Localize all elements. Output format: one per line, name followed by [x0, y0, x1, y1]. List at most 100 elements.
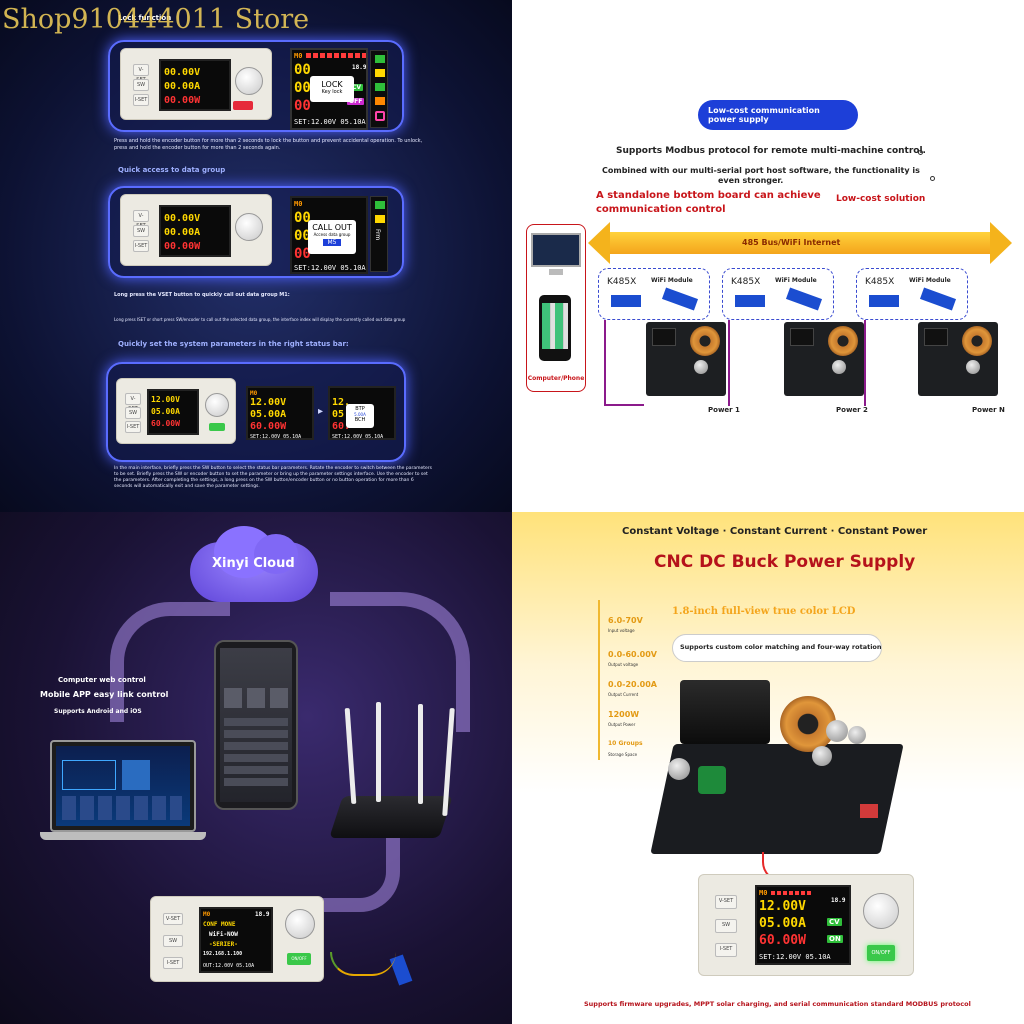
iset-button[interactable]: I-SET	[133, 94, 149, 106]
vset-button[interactable]: V-SET	[133, 210, 149, 229]
btp-value: 5.00A	[354, 412, 366, 417]
iset-button[interactable]: I-SET	[715, 943, 737, 957]
sw-button[interactable]: SW	[715, 919, 737, 933]
lcd-current: 00.00A	[164, 81, 201, 92]
iset-button[interactable]: I-SET	[163, 957, 183, 969]
heatsink	[652, 328, 676, 346]
sync-arrow-left	[110, 602, 230, 722]
speaker-icon	[375, 215, 385, 223]
lcd-m0: M0	[203, 911, 211, 918]
lcd-big-power: 00	[294, 98, 311, 114]
laptop-controls	[62, 796, 182, 820]
lcd-setpoint: SET:12.00V 05.10A	[250, 434, 302, 440]
power-1-label: Power 1	[708, 406, 740, 414]
lcd-big-curr: 00	[294, 228, 311, 244]
iset-button[interactable]: I-SET	[125, 421, 141, 433]
lcd-wifi: WiFi-NOW	[209, 931, 238, 938]
arrow-right-icon: ▸	[318, 406, 324, 417]
lcd-setpoint: SET:12.00V 05.10A	[332, 434, 384, 440]
smartphone	[214, 640, 298, 810]
vset-button[interactable]: V-SET	[715, 895, 737, 909]
standalone-line: A standalone bottom board can achieve	[596, 190, 821, 201]
device-lcd-1: 00.00V 00.00A 00.00W	[159, 59, 231, 111]
computer-phone-box: Computer/Phone	[526, 224, 586, 392]
wifi-lcd: M0 18.9 CONF MONE WiFi-NOW -SERIER- 192.…	[199, 907, 273, 973]
cv-badge: CV	[350, 84, 364, 91]
inductor-coil	[780, 696, 836, 752]
lcd-temp: 18.9	[831, 897, 846, 904]
wifi-icon	[375, 201, 385, 209]
sw-button[interactable]: SW	[125, 407, 141, 419]
capacitor	[668, 758, 690, 780]
combined-line: Combined with our multi-serial port host…	[602, 166, 920, 175]
lcd-setpoint: SET:12.00V 05.10A	[294, 264, 366, 272]
lcd-setpoint: SET:12.00V 05.10A	[759, 953, 831, 961]
standalone-line-2: communication control	[596, 204, 726, 215]
android-ios-label: Supports Android and iOS	[54, 708, 142, 715]
sw-button[interactable]: SW	[133, 225, 149, 237]
lcd-conf: CONF MONE	[203, 921, 236, 928]
onoff-button[interactable]	[233, 101, 253, 110]
antenna	[376, 702, 381, 802]
vset-button[interactable]: V-SET	[133, 64, 149, 83]
encoder-knob[interactable]	[235, 213, 263, 241]
encoder-knob[interactable]	[205, 393, 229, 417]
lcd-voltage: 00.00V	[164, 213, 201, 224]
callout-index: M5	[323, 239, 341, 246]
modes-line: Constant Voltage · Constant Current · Co…	[622, 526, 928, 537]
phone-icon	[539, 295, 571, 361]
cv-badge: CV	[827, 918, 842, 926]
power-board-2	[784, 322, 864, 396]
on-badge: ON	[827, 935, 843, 943]
onoff-button[interactable]: ON/OFF	[867, 945, 895, 961]
wifi-module-label: WiFi Module	[651, 277, 693, 284]
lcd-m0: M0	[250, 390, 258, 397]
lcd-big-curr: 05.	[332, 409, 351, 420]
heatsink	[924, 328, 948, 346]
k485x-board	[611, 295, 641, 307]
heatsink	[680, 680, 770, 744]
heatsink	[790, 328, 814, 346]
wifi-module-label: WiFi Module	[775, 277, 817, 284]
onoff-button[interactable]: ON/OFF	[287, 953, 311, 965]
lock-function-panel: Lock function V-SET SW I-SET 00.00V 00.0…	[0, 0, 512, 512]
encoder-knob[interactable]	[235, 67, 263, 95]
router	[329, 796, 453, 838]
encoder-knob[interactable]	[863, 893, 899, 929]
arrow-right-icon	[990, 222, 1012, 264]
section-quick-title: Quick access to data group	[118, 166, 226, 174]
lcd-feature-sub: Supports custom color matching and four-…	[680, 643, 882, 651]
status-sidebar: Frm	[370, 196, 388, 272]
k485x-board	[869, 295, 899, 307]
vset-button[interactable]: V-SET	[125, 393, 141, 412]
cloud-puff	[254, 534, 298, 574]
capacitor	[832, 360, 846, 374]
device-label: Computer/Phone	[527, 375, 585, 382]
onoff-button[interactable]	[209, 423, 225, 431]
lcd-voltage: 12.00V	[250, 397, 287, 408]
lcd-setpoint: SET:12.00V 05.10A	[294, 118, 366, 126]
bus-wire	[728, 320, 730, 406]
lock-popup-sub: Key lock	[321, 89, 343, 95]
section-lock-caption: Press and hold the encoder button for mo…	[114, 138, 423, 151]
lcd-indicator-dots	[306, 53, 366, 58]
lcd-current: 05.00A	[250, 409, 287, 420]
sw-button[interactable]: SW	[163, 935, 183, 947]
lcd-feature-pill	[672, 634, 882, 662]
sw-button[interactable]: SW	[133, 79, 149, 91]
lcd-voltage: 12.00V	[151, 395, 180, 404]
status-sidebar	[370, 50, 388, 128]
lcd-big-power: 00	[294, 246, 311, 262]
wifi-icon	[375, 55, 385, 63]
vset-button[interactable]: V-SET	[163, 913, 183, 925]
lcd-power: 00.00W	[164, 95, 201, 106]
lcd-output: OUT:12.00V 05.10A	[203, 963, 255, 969]
bus-arrow	[606, 232, 992, 254]
bus-wire	[604, 320, 606, 406]
phone-screen	[542, 303, 568, 349]
device-front-2: V-SET SW I-SET 00.00V 00.00A 00.00W	[120, 194, 272, 266]
laptop-screen	[56, 746, 190, 826]
encoder-knob[interactable]	[285, 909, 315, 939]
section-quick-caption1: Long press the VSET button to quickly ca…	[114, 292, 290, 298]
iset-button[interactable]: I-SET	[133, 240, 149, 252]
